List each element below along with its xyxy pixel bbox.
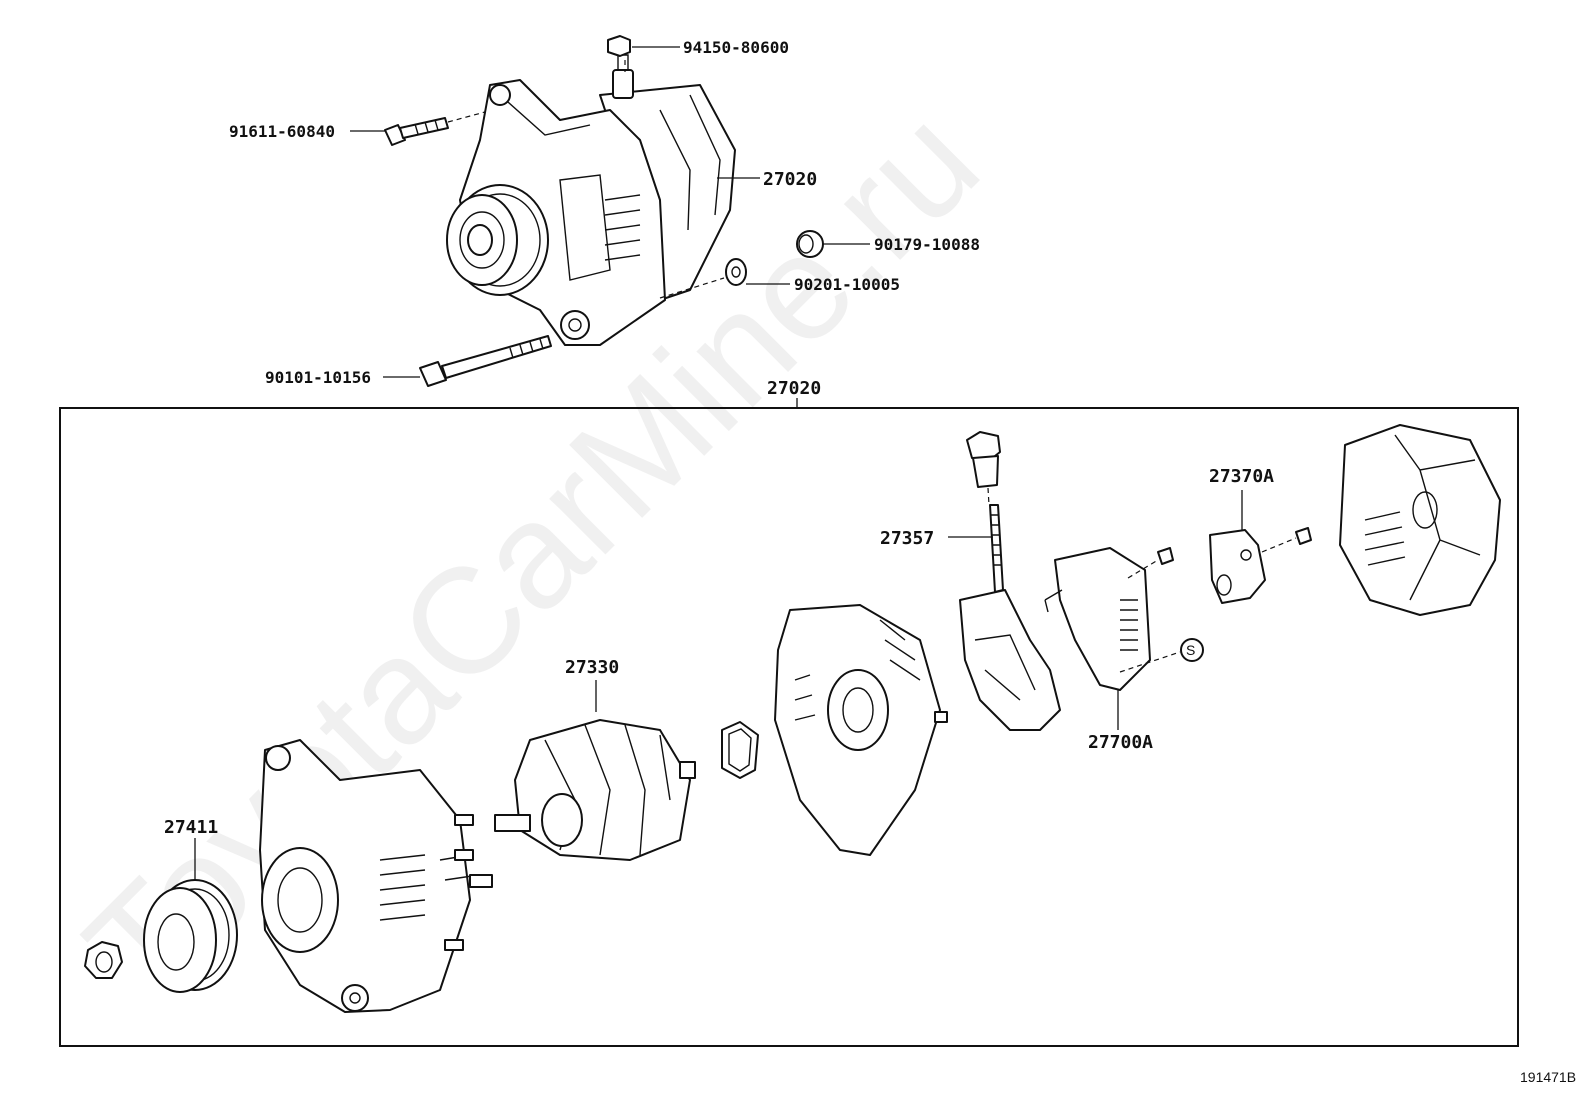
regulator-27700A-icon [1044,547,1151,691]
label-27370A: 27370A [1209,466,1274,487]
rear-end-cover-icon [1339,424,1501,616]
label-90101-10156: 90101-10156 [265,368,371,387]
label-27330: 27330 [565,657,619,678]
pulley-27411-icon [143,879,238,993]
bolt-91611-60840-icon [384,117,449,146]
rectifier-27357-icon [959,504,1061,731]
seal-ring-icon [721,721,759,779]
label-90179-10088: 90179-10088 [874,235,980,254]
drive-end-frame-icon [259,739,493,1013]
exploded-view-frame [59,407,1519,1047]
rotor-27330-icon [494,719,696,861]
screw-regulator-icon [1157,547,1174,565]
s-mark-label: S [1186,642,1195,658]
terminal-insulator-icon [966,431,1001,488]
figure-id: 191471B [1520,1069,1576,1085]
label-91611-60840: 91611-60840 [229,122,335,141]
label-94150-80600: 94150-80600 [683,38,789,57]
nut-94150-80600-icon [607,35,631,57]
rectifier-end-frame-icon [774,604,948,856]
alternator-assembly-top [446,54,736,346]
washer-90201-10005-icon [725,258,747,286]
bolt-90101-10156-icon [419,335,552,387]
label-27411: 27411 [164,817,218,838]
screw-cover-icon [1295,527,1312,545]
bushing-90179-10088-icon [796,230,824,258]
s-mark-circle [1180,638,1204,662]
label-90201-10005: 90201-10005 [794,275,900,294]
label-27020-box: 27020 [767,378,821,399]
label-27357: 27357 [880,528,934,549]
label-27700A: 27700A [1088,732,1153,753]
brush-holder-27370A-icon [1209,529,1266,604]
pulley-nut-icon [84,941,123,979]
label-27020-top: 27020 [763,169,817,190]
